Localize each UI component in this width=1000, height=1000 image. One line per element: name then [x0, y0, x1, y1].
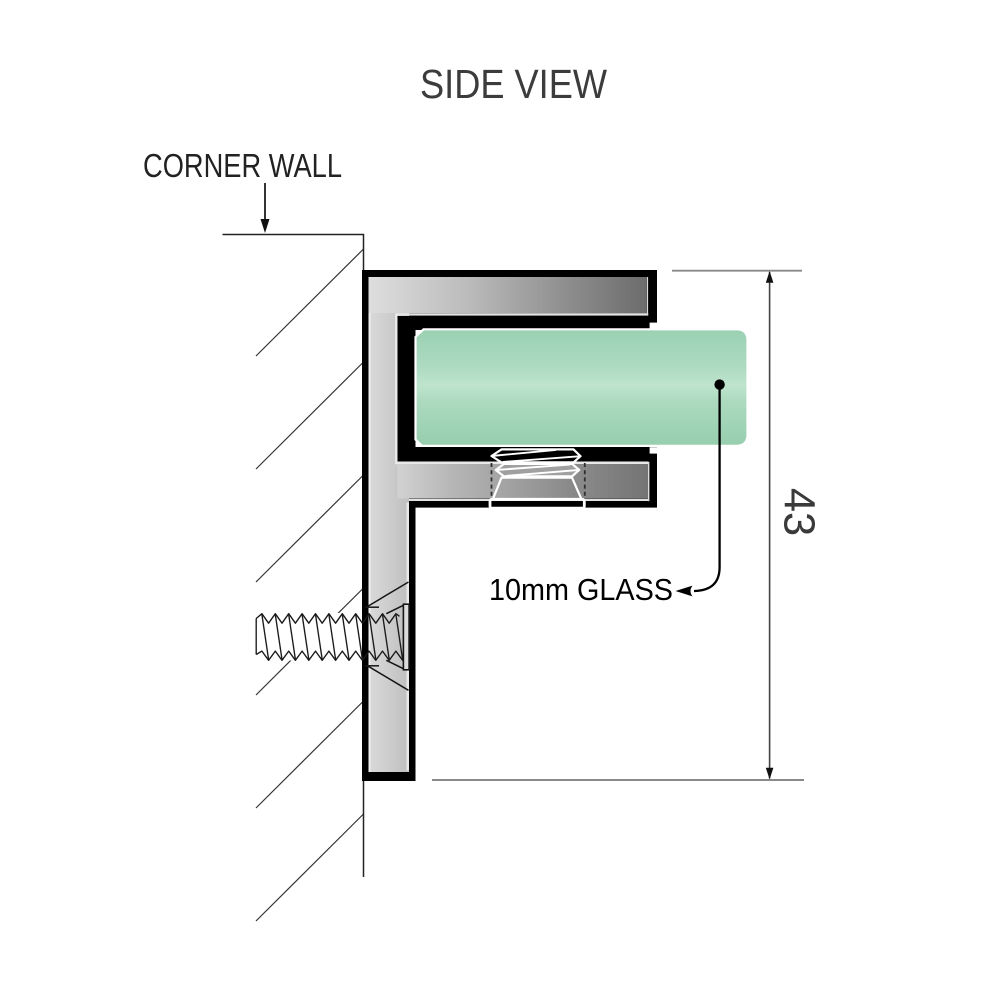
svg-text:43: 43 — [775, 488, 823, 536]
svg-text:CORNER WALL: CORNER WALL — [143, 147, 342, 184]
svg-text:SIDE VIEW: SIDE VIEW — [420, 61, 607, 107]
svg-text:10mm GLASS: 10mm GLASS — [489, 573, 673, 607]
